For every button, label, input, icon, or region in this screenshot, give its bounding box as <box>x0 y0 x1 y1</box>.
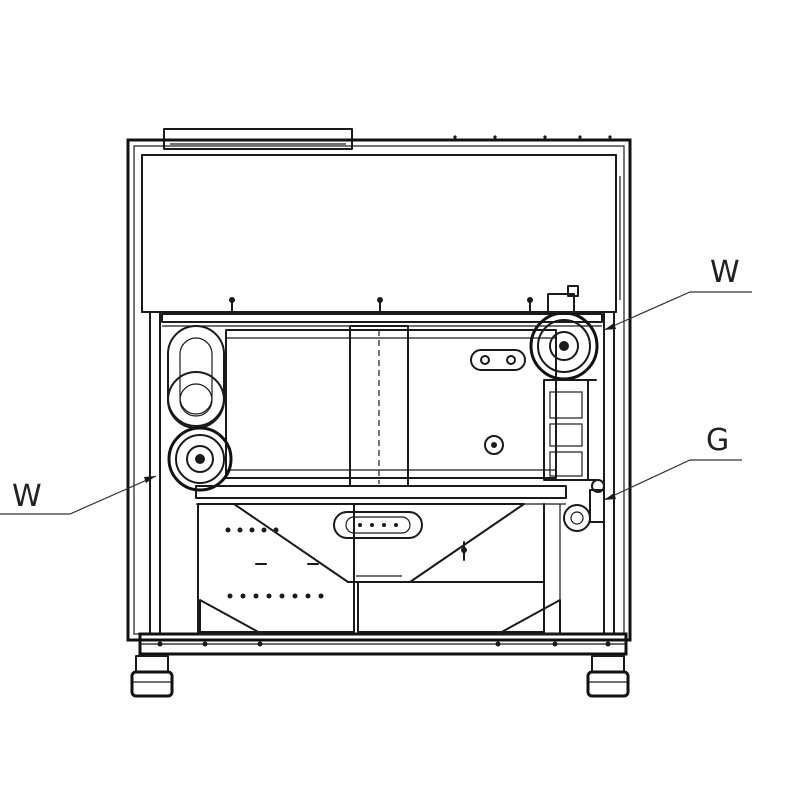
hopper <box>233 503 525 583</box>
cabinet-outline <box>126 135 632 642</box>
right-valve-stack <box>543 379 597 481</box>
filter-chamber <box>225 325 557 487</box>
side-posts <box>149 311 615 635</box>
left-foot <box>130 655 174 698</box>
left-wheel <box>167 426 233 492</box>
right-wheel <box>529 285 599 381</box>
g-valve <box>563 479 605 532</box>
lower-panels <box>197 503 561 633</box>
callout-w-left: W <box>12 479 42 514</box>
lower-deck <box>195 485 567 505</box>
upper-frame <box>161 297 603 327</box>
leader-w-left <box>0 475 157 515</box>
leader-w-right <box>603 291 752 331</box>
right-foot <box>586 655 630 698</box>
leader-g-right <box>603 459 742 501</box>
callout-w-right: W <box>710 255 740 290</box>
base-rails <box>138 599 628 656</box>
callout-g-right: G <box>706 423 730 458</box>
left-ring-column <box>167 325 225 429</box>
